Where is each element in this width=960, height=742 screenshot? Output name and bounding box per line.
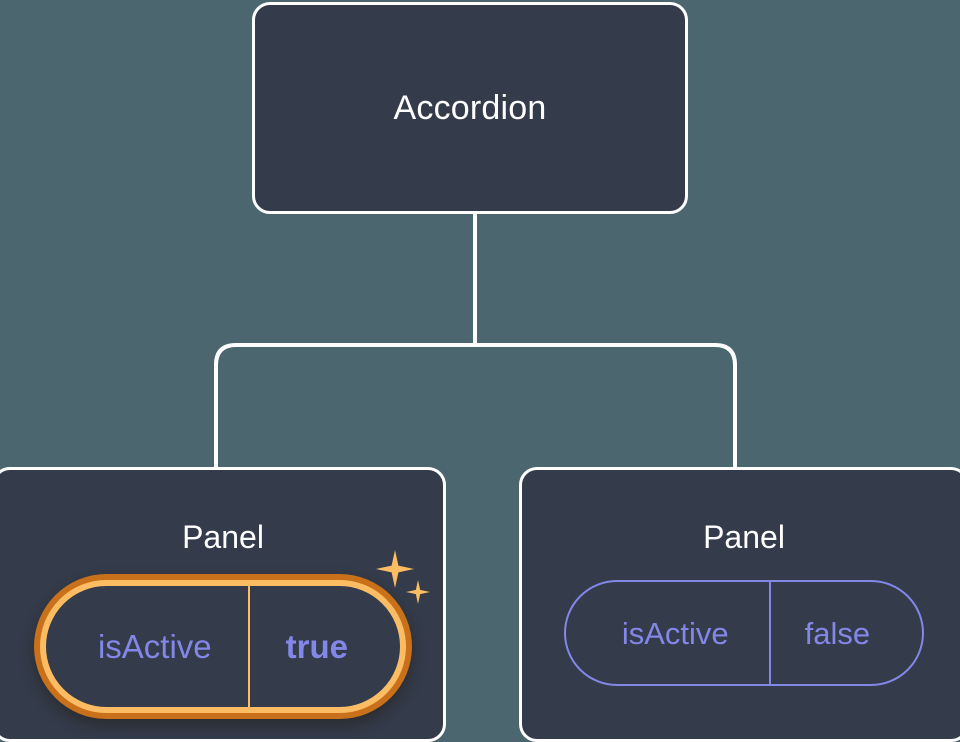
connector-branch	[214, 343, 737, 467]
panel-active-content: Panel isActive true	[0, 470, 443, 713]
sparkle-icon-large	[376, 550, 415, 588]
node-panel-active[interactable]: Panel isActive true	[0, 467, 446, 742]
node-accordion-label: Accordion	[393, 89, 547, 127]
node-panel-active-label: Panel	[182, 519, 264, 555]
node-accordion[interactable]: Accordion	[252, 2, 688, 214]
prop-pill-active[interactable]: isActive true	[39, 580, 407, 713]
prop-value-false: false	[768, 582, 922, 684]
prop-pill-active-wrap: isActive true	[39, 550, 431, 713]
prop-key-isactive: isActive	[621, 615, 729, 651]
prop-value-true: true	[247, 586, 400, 707]
node-panel-inactive-label: Panel	[703, 519, 785, 555]
prop-pill-inactive[interactable]: isActive false	[563, 580, 925, 686]
node-panel-inactive[interactable]: Panel isActive false	[519, 467, 960, 742]
prop-key-isactive: isActive	[97, 628, 212, 665]
sparkle-icon-small	[406, 580, 431, 604]
prop-pill-inactive-wrap: isActive false	[563, 580, 925, 686]
panel-inactive-content: Panel isActive false	[522, 470, 960, 686]
